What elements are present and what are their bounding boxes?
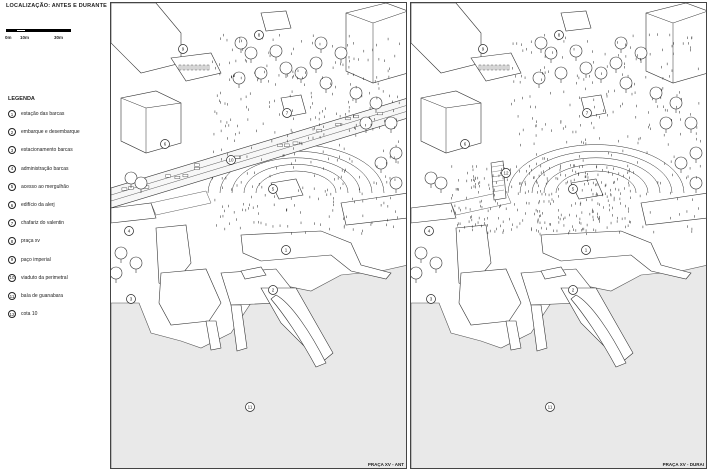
scale-label-0: 0m [5, 35, 12, 40]
legend-item: 7 chafariz do valentin [8, 219, 65, 228]
legend-label: edifício da alerj [21, 202, 55, 208]
legend-label: viaduto da perimetral [21, 274, 68, 281]
scale-bar: 0m 10m 30m [5, 27, 76, 41]
legend-item: 9 paço imperial [8, 255, 51, 264]
legend-number: 4 [8, 164, 16, 173]
svg-text:5: 5 [272, 187, 275, 192]
svg-text:3: 3 [130, 297, 133, 302]
legend-number: 2 [8, 128, 16, 137]
legend-label: acesso ao mergulhão [21, 183, 69, 190]
legend-number: 11 [8, 292, 16, 300]
map-marker: 1 [281, 245, 291, 255]
legend-item: 12 cota 10 [8, 310, 38, 319]
legend-item: 1 estação das barcas [8, 110, 64, 118]
map-marker: 2 [268, 285, 278, 295]
map-marker: 6 [460, 139, 470, 149]
map-marker: 3 [126, 294, 136, 304]
svg-text:6: 6 [464, 142, 467, 147]
legend-item: 6 edifício da alerj [8, 201, 55, 209]
svg-text:6: 6 [164, 142, 167, 147]
legend-label: estação das barcas [21, 111, 65, 117]
svg-text:11: 11 [548, 405, 553, 410]
svg-text:9: 9 [182, 47, 185, 52]
svg-text:12: 12 [503, 171, 509, 176]
map-marker: 5 [568, 184, 578, 194]
svg-text:4: 4 [428, 229, 431, 234]
legend-label: baía de guanabara [21, 293, 63, 299]
legend-number: 7 [8, 219, 16, 228]
legend-label: administração barcas [21, 165, 69, 172]
panel-caption-during: PRAÇA XV - DURAI [662, 462, 704, 467]
svg-text:9: 9 [482, 47, 485, 52]
svg-text:2: 2 [272, 288, 275, 293]
legend-number: 8 [8, 237, 16, 246]
map-marker: 8 [254, 30, 264, 40]
map-marker: 3 [426, 294, 436, 304]
svg-text:1: 1 [285, 248, 288, 253]
legend-item: 5 acesso ao mergulhão [8, 182, 69, 191]
legend-item: 4 administração barcas [8, 164, 69, 173]
legend-label: paço imperial [21, 256, 51, 263]
svg-text:7: 7 [586, 111, 589, 116]
legend-number: 6 [8, 201, 16, 209]
svg-text:4: 4 [128, 229, 131, 234]
map-marker: 8 [554, 30, 564, 40]
legend-number: 1 [8, 110, 16, 118]
map-marker: 6 [160, 139, 170, 149]
legend-item: 3 estacionamento barcas [8, 146, 73, 155]
map-marker: 5 [268, 184, 278, 194]
legend-item: 8 praça xv [8, 237, 40, 246]
legend-number: 12 [8, 310, 16, 319]
legend-title: LEGENDA [8, 96, 35, 102]
legend-number: 10 [8, 273, 16, 282]
map-marker: 11 [245, 402, 255, 412]
svg-text:10: 10 [228, 158, 234, 163]
map-marker: 4 [124, 226, 134, 236]
map-marker: 9 [178, 44, 188, 54]
panel-caption-before: PRAÇA XV - ANT [367, 462, 404, 467]
legend-number: 3 [8, 146, 16, 155]
svg-text:1: 1 [585, 248, 588, 253]
svg-text:2: 2 [572, 288, 575, 293]
svg-text:11: 11 [248, 405, 253, 410]
svg-text:7: 7 [286, 111, 289, 116]
svg-text:8: 8 [558, 33, 561, 38]
map-marker: 4 [424, 226, 434, 236]
map-marker: 1 [581, 245, 591, 255]
map-marker: 10 [226, 155, 236, 165]
legend-item: 10 viaduto da perimetral [8, 273, 68, 282]
svg-text:5: 5 [572, 187, 575, 192]
map-title: LOCALIZAÇÃO: ANTES E DURANTE [6, 3, 108, 9]
map-marker: 11 [545, 402, 555, 412]
legend-label: chafariz do valentin [21, 220, 65, 227]
legend-label: estacionamento barcas [21, 147, 73, 154]
site-plan-drawing: 9 8 7 6 10 5 4 1 2 3 11 [111, 3, 406, 468]
legend-number: 9 [8, 255, 16, 264]
legend-item: 11 baía de guanabara [8, 292, 63, 300]
map-marker: 7 [282, 108, 292, 118]
map-panel-before: 9 8 7 6 10 5 4 1 2 3 11 PRAÇA XV - ANT [110, 2, 407, 469]
map-marker: 9 [478, 44, 488, 54]
legend-label: cota 10 [21, 311, 38, 318]
legend-item: 2 embarque e desembarque [8, 128, 80, 137]
legend-number: 5 [8, 182, 16, 191]
map-marker: 12 [501, 168, 511, 178]
legend-label: praça xv [21, 238, 40, 245]
map-marker: 2 [568, 285, 578, 295]
scale-label-10: 10m [20, 35, 30, 40]
scale-label-30: 30m [54, 35, 64, 40]
svg-text:8: 8 [258, 33, 261, 38]
svg-text:3: 3 [430, 297, 433, 302]
legend-label: embarque e desembarque [21, 129, 80, 136]
map-marker: 7 [582, 108, 592, 118]
